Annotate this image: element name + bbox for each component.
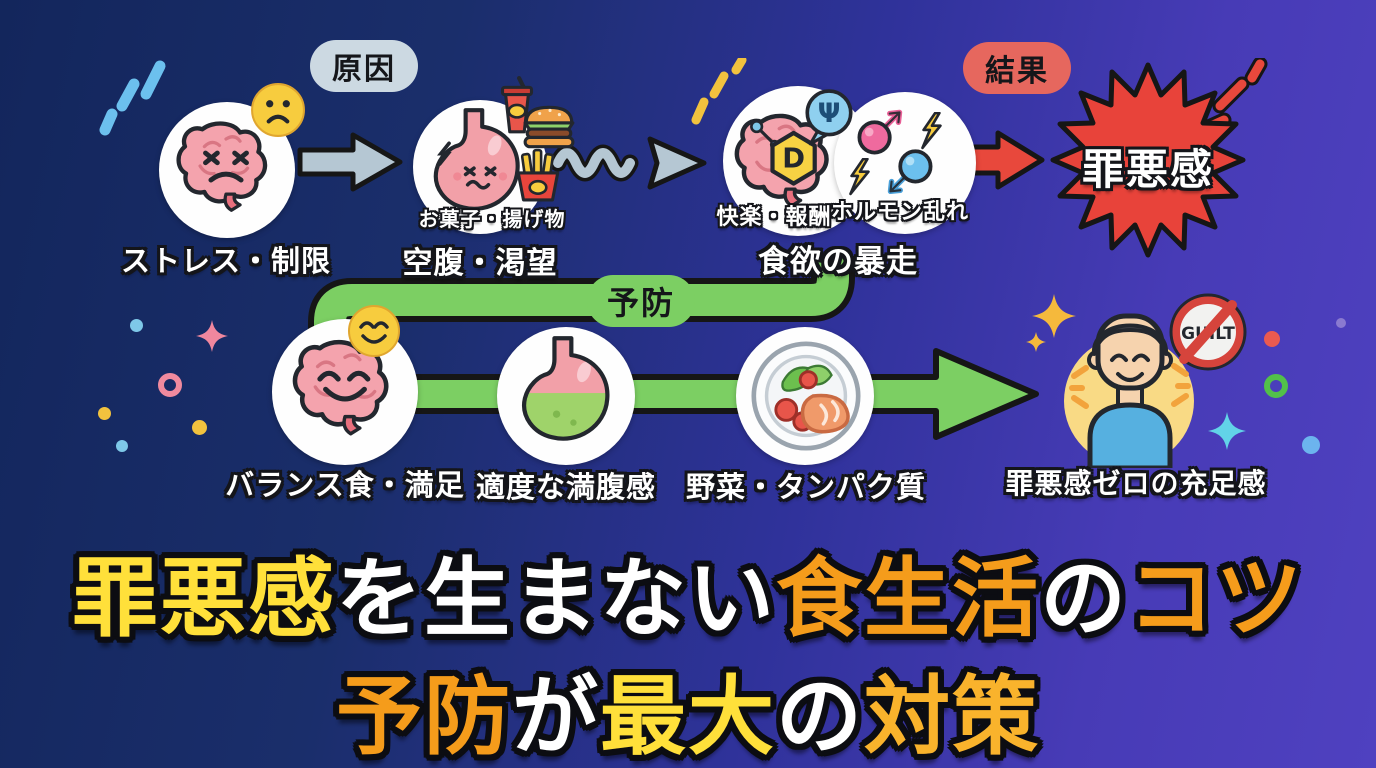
cause-step-1-label: ストレス・制限: [120, 244, 332, 278]
sparkle-star-icon: [1208, 412, 1246, 450]
title-segment: 食生活: [776, 549, 1040, 649]
prevention-arrow: [343, 348, 1039, 440]
hormone-molecule-pink-icon: [857, 109, 903, 155]
prevention-step-2-label: 適度な満腹感: [475, 470, 657, 504]
fries-icon: [516, 148, 560, 202]
sparkle-star-icon: [1026, 332, 1046, 352]
title-segment: 予防: [336, 667, 512, 767]
decor-dot: [192, 420, 207, 435]
sad-face-icon: [251, 83, 305, 137]
sparkle-star-icon: [196, 320, 228, 352]
psi-bubble-icon: Ψ: [805, 89, 853, 146]
prevention-badge: 予防: [586, 275, 696, 327]
decor-dot: [1302, 436, 1320, 454]
prevention-step-1-label: バランス食・満足: [225, 468, 465, 502]
decor-dot: [1336, 318, 1346, 328]
main-title-line1: 罪悪感を生まない食生活のコツ: [0, 528, 1376, 653]
decor-dot: [116, 440, 128, 452]
decor-ring: [158, 373, 182, 397]
sparkle-lines-icon: [691, 58, 747, 125]
title-segment: の: [1040, 549, 1128, 649]
title-segment: 最大: [600, 667, 776, 767]
joy-dashes-icon: [1069, 365, 1089, 409]
title-segment: の: [776, 667, 864, 767]
title-segment: を生まない: [336, 549, 776, 649]
lightning-bolt-icon: [849, 158, 870, 196]
main-title-line2: 予防が最大の対策: [0, 646, 1376, 768]
guilt-starburst: [1050, 62, 1246, 258]
psi-symbol: Ψ: [818, 98, 841, 129]
soda-cup-icon: [500, 76, 534, 134]
title-segment: コツ: [1128, 549, 1304, 649]
cause-arrow-wavy: [549, 136, 707, 190]
title-segment: 罪悪感: [72, 549, 336, 649]
result-badge: 結果: [963, 42, 1071, 94]
hormone-molecule-blue-icon: [887, 149, 933, 195]
no-guilt-sign: GUILT: [1169, 293, 1247, 371]
title-segment: が: [512, 667, 600, 767]
hungry-stomach-icon: [433, 108, 520, 211]
guilt-result-text: 罪悪感: [1081, 145, 1215, 194]
cause-step-2-sublabel: お菓子・揚げ物: [418, 207, 566, 231]
decor-dot: [98, 407, 111, 420]
decor-dot: [1264, 331, 1280, 347]
cause-step-2-label: 空腹・渇望: [402, 246, 558, 281]
happy-person-icon: [1087, 313, 1173, 468]
burger-icon: [523, 105, 575, 149]
sparkle-star-icon: [1032, 294, 1076, 338]
happy-face-icon: [348, 305, 400, 357]
lightning-bolt-icon: [921, 112, 942, 150]
decor-dot: [130, 319, 143, 332]
healthy-plate-icon: [751, 341, 861, 451]
cause-step-3-sublabel-right: ホルモン乱れ: [830, 200, 970, 225]
satisfied-stomach-icon: [522, 336, 610, 441]
sparkle-lines-icon: [99, 60, 166, 136]
prevention-step-4-label: 罪悪感ゼロの充足感: [1005, 467, 1267, 500]
prevention-step-3-label: 野菜・タンパク質: [685, 470, 927, 504]
title-segment: 対策: [864, 667, 1040, 767]
cause-step-3-sublabel-left: 快楽・報酬: [716, 205, 832, 230]
joy-dashes-icon: [1171, 363, 1191, 407]
cause-arrow-1: [297, 132, 403, 192]
dopamine-letter: D: [782, 144, 805, 175]
stressed-brain-icon: [176, 121, 268, 212]
dopamine-hexagon-icon: D: [750, 119, 817, 186]
cause-step-3-label: 食欲の暴走: [758, 244, 918, 280]
decor-ring: [1264, 374, 1288, 398]
cause-badge: 原因: [310, 40, 418, 92]
